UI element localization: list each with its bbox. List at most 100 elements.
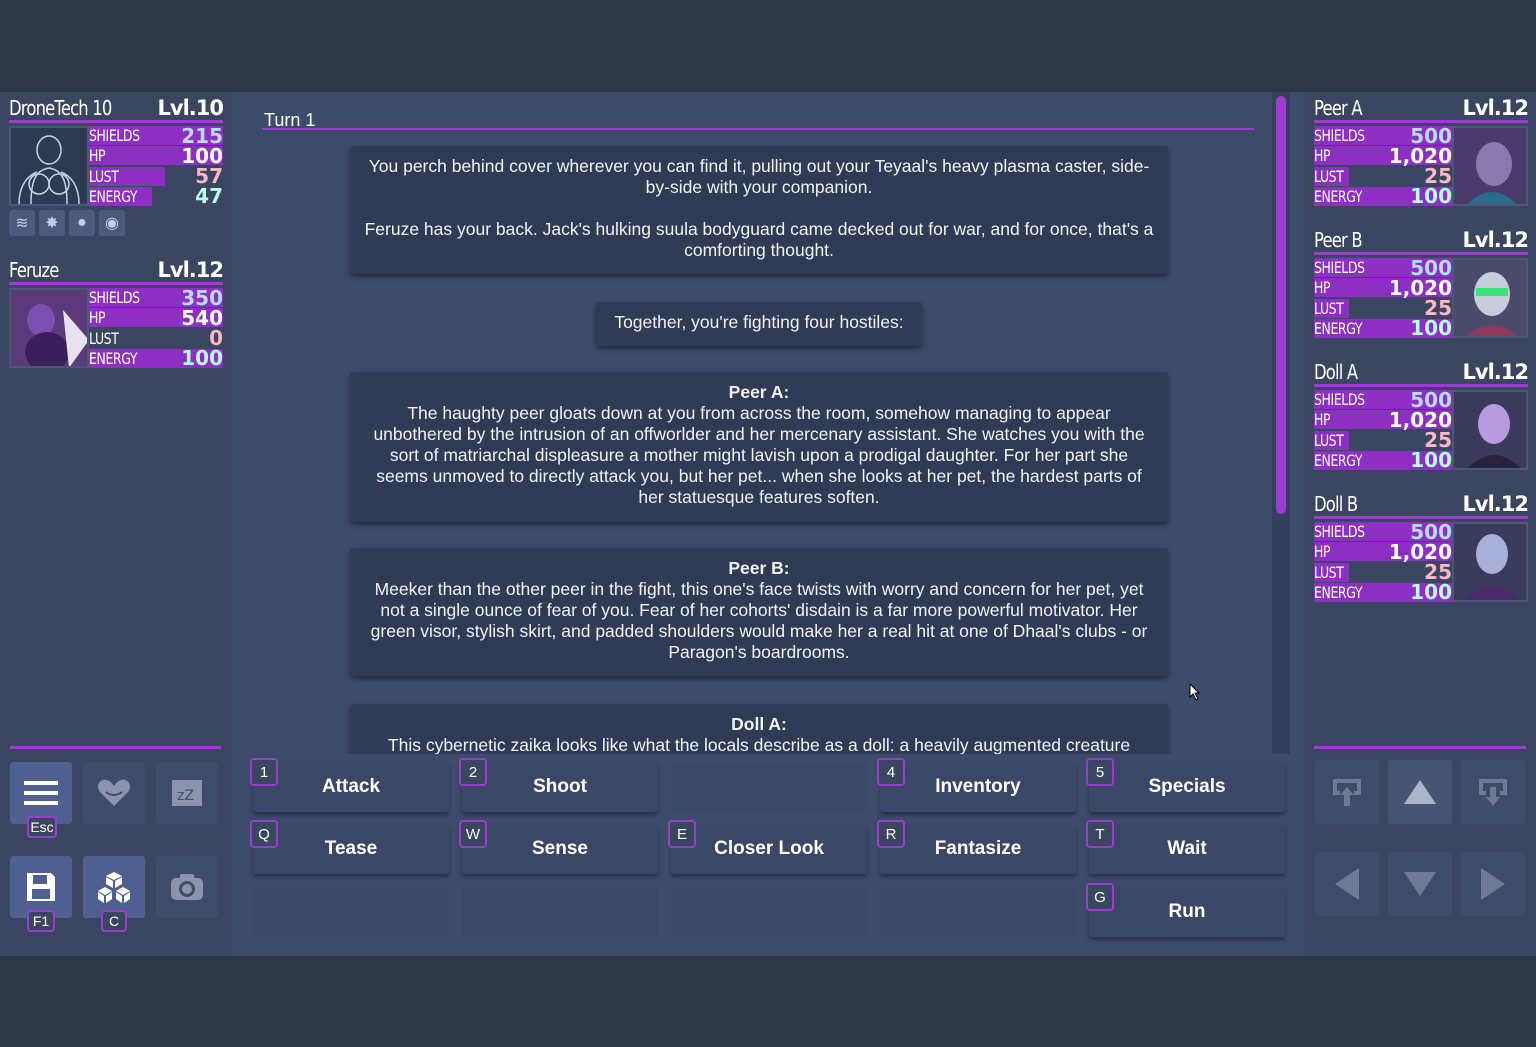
lust-value: 57 — [195, 164, 223, 189]
circle-dot-icon[interactable]: ◉ — [99, 210, 125, 236]
left-divider — [10, 746, 221, 749]
codex-button[interactable] — [83, 856, 145, 918]
message-title: Peer A: — [728, 382, 790, 402]
action-label: Fantasize — [934, 838, 1022, 859]
hotkey-badge: R — [877, 820, 905, 848]
shields-label: SHIELDS — [1314, 126, 1365, 145]
sense-button[interactable]: Sense — [462, 824, 658, 874]
hp-label: HP — [1314, 542, 1331, 562]
hp-label: HP — [89, 146, 106, 166]
fantasize-button[interactable]: Fantasize — [880, 824, 1076, 874]
action-label: Specials — [1148, 776, 1226, 797]
lust-value: 25 — [1424, 428, 1452, 453]
hp-value: 1,020 — [1388, 407, 1452, 432]
message-text: Together, you're fighting four hostiles: — [614, 312, 904, 332]
message-title: Doll A: — [731, 714, 787, 734]
closer-look-button[interactable]: Closer Look — [671, 824, 867, 874]
scrollbar-thumb[interactable] — [1276, 96, 1286, 514]
message-title: Peer B: — [728, 558, 790, 578]
message-text: Meeker than the other peer in the fight,… — [370, 579, 1148, 662]
lust-label: LUST — [89, 166, 119, 186]
shields-value: 215 — [181, 123, 223, 148]
tease-button[interactable]: Tease — [253, 824, 449, 874]
message-box: Together, you're fighting four hostiles: — [596, 302, 922, 346]
turn-label: Turn 1 — [264, 110, 316, 130]
menu-icon — [24, 781, 58, 805]
up-arrow-icon — [1404, 780, 1436, 804]
energy-label: ENERGY — [1314, 582, 1363, 602]
appearance-button[interactable] — [83, 762, 145, 824]
shields-label: SHIELDS — [89, 126, 140, 145]
shields-label: SHIELDS — [89, 288, 140, 307]
rest-button[interactable]: zZ — [156, 762, 218, 824]
wait-button[interactable]: Wait — [1089, 824, 1285, 874]
lust-value: 0 — [209, 326, 223, 351]
hotkey-badge: C — [101, 910, 127, 932]
save-icon — [27, 873, 55, 901]
left-arrow-button[interactable] — [1315, 852, 1379, 916]
camera-icon — [171, 874, 203, 900]
lust-value: 25 — [1424, 296, 1452, 321]
lust-label: LUST — [1314, 166, 1344, 186]
screenshot-button[interactable] — [156, 856, 218, 918]
action-label: Attack — [321, 776, 381, 797]
empty-action-slot — [671, 887, 867, 937]
run-button[interactable]: Run — [1089, 887, 1285, 937]
energy-value: 100 — [1410, 184, 1452, 209]
action-label: Sense — [532, 838, 588, 859]
empty-action-slot — [462, 887, 658, 937]
drop-icon[interactable]: ● — [69, 210, 95, 236]
energy-label: ENERGY — [89, 186, 138, 206]
combat-log[interactable]: You perch behind cover wherever you can … — [232, 140, 1272, 754]
energy-value: 100 — [1410, 316, 1452, 341]
turn-divider — [262, 128, 1254, 130]
burst-icon[interactable]: ✸ — [39, 210, 65, 236]
shields-label: SHIELDS — [1314, 390, 1365, 409]
energy-label: ENERGY — [1314, 186, 1363, 206]
enemy-name: Doll A — [1314, 360, 1358, 384]
lust-label: LUST — [1314, 562, 1344, 582]
shoot-button[interactable]: Shoot — [462, 762, 658, 812]
lust-label: LUST — [1314, 298, 1344, 318]
hp-value: 1,020 — [1388, 539, 1452, 564]
action-label: Closer Look — [714, 838, 824, 859]
enemy-portrait — [1452, 126, 1528, 206]
ally-level: Lvl.12 — [157, 258, 224, 282]
hp-label: HP — [1314, 146, 1331, 166]
player-name: DroneTech 10 — [9, 96, 112, 120]
silhouette-icon — [18, 135, 80, 204]
shields-label: SHIELDS — [1314, 522, 1365, 541]
hotkey-badge: F1 — [27, 910, 55, 932]
right-arrow-button[interactable] — [1461, 852, 1525, 916]
action-label: Wait — [1167, 838, 1207, 859]
empty-action-slot — [880, 887, 1076, 937]
attack-button[interactable]: Attack — [253, 762, 449, 812]
up-arrow-button[interactable] — [1388, 760, 1452, 824]
main-menu-button[interactable] — [10, 762, 72, 824]
message-text: Feruze has your back. Jack's hulking suu… — [364, 219, 1154, 260]
down-arrow-icon — [1404, 872, 1436, 896]
down-tray-icon — [1479, 779, 1507, 806]
save-button[interactable] — [10, 856, 72, 918]
waves-icon[interactable]: ≋ — [9, 210, 35, 236]
up-tray-button[interactable] — [1315, 760, 1379, 824]
down-arrow-button[interactable] — [1388, 852, 1452, 916]
inventory-button[interactable]: Inventory — [880, 762, 1076, 812]
down-tray-button[interactable] — [1461, 760, 1525, 824]
message-text: This cybernetic zaika looks like what th… — [387, 735, 1131, 754]
message-box: You perch behind cover wherever you can … — [350, 146, 1168, 274]
action-label: Tease — [324, 838, 378, 859]
message-text: The haughty peer gloats down at you from… — [373, 403, 1145, 507]
energy-value: 47 — [195, 184, 223, 209]
enemy-portrait — [1452, 522, 1528, 602]
specials-button[interactable]: Specials — [1089, 762, 1285, 812]
shields-label: SHIELDS — [1314, 258, 1365, 277]
lust-value: 25 — [1424, 560, 1452, 585]
hotkey-badge: 1 — [250, 758, 278, 786]
